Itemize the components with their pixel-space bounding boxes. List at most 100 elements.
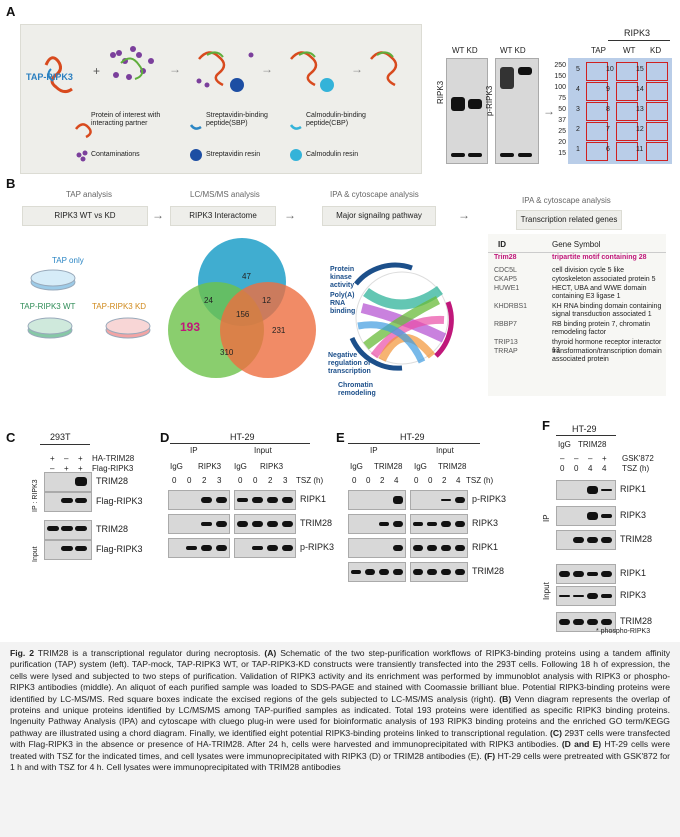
gel-excised-region — [616, 62, 638, 81]
panelE-input-blot — [410, 538, 468, 558]
coomassie-gel — [568, 58, 672, 164]
svg-text:→: → — [351, 62, 363, 76]
gel-marker: 150 — [554, 73, 566, 80]
box-ripk3-wt-kd: RIPK3 WT vs KD — [22, 206, 148, 226]
gene-symbol: HECT, UBA and WWE domain containing E3 l… — [552, 285, 647, 300]
legend-contam-text: Contaminations — [91, 151, 140, 158]
caption-de: HT-29 cells were treated with TSZ for th… — [10, 739, 671, 761]
gene-id: TRIP13 — [494, 339, 518, 346]
gel-excised-region — [586, 142, 608, 161]
blot1-cols: WT KD — [452, 46, 478, 55]
blot2-cols: WT KD — [500, 46, 526, 55]
gel-region-number: 9 — [606, 86, 610, 93]
arrow-1-icon: → — [152, 208, 164, 222]
panelD-ip-blot — [168, 490, 230, 510]
c-row2-v0: – — [50, 464, 55, 473]
caption-f-lbl: (F) — [484, 750, 496, 761]
c-blot-1 — [44, 472, 92, 492]
caption-a: Schematic of the two step-purification w… — [10, 648, 670, 704]
f-tsz-val: 0 — [560, 464, 565, 473]
caption-c-lbl: (C) — [550, 727, 562, 738]
gel-excised-region — [616, 142, 638, 161]
gel-region-number: 11 — [636, 146, 644, 153]
chord-label-kinase: Protein kinase activity — [330, 266, 355, 289]
gel-excised-region — [646, 122, 668, 141]
d-cell: HT-29 — [230, 432, 255, 442]
f-tsz-val: 4 — [602, 464, 607, 473]
f-tsz: TSZ (h) — [622, 464, 650, 473]
calmodulin-resin-icon — [320, 78, 334, 92]
gene-symbol: cytoskeleton associated protein 5 — [552, 276, 656, 283]
caption-c: 293T cells were transfected with Flag-RI… — [10, 727, 670, 750]
panel-e-letter: E — [336, 430, 345, 445]
e-tsz: TSZ (h) — [466, 476, 494, 485]
c-row1-v2: + — [78, 454, 83, 463]
c-cell: 293T — [50, 432, 71, 442]
blot2 — [495, 58, 539, 164]
d-ip: IP — [190, 446, 198, 455]
e-col-3: TRIM28 — [438, 462, 467, 471]
f-col-1: TRIM28 — [578, 440, 607, 449]
gel-col-kd: KD — [650, 46, 662, 55]
gel-title-line — [608, 40, 670, 41]
gel-region-number: 7 — [606, 126, 610, 133]
f-gsk-val: + — [602, 454, 607, 463]
caption-fig: Fig. 2 — [10, 648, 34, 658]
gel-title: RIPK3 — [624, 28, 651, 38]
c-ip-label: IP : RIPK3 — [32, 479, 39, 512]
f-blot — [556, 564, 616, 584]
panelD-time: 0 — [253, 476, 258, 485]
panelE-time: 4 — [456, 476, 461, 485]
header-ipa2: IPA & cytoscape analysis — [522, 196, 611, 205]
panelD-time: 2 — [202, 476, 207, 485]
gene-symbol: RB binding protein 7, chromatin remodeli… — [552, 321, 651, 336]
c-blot-3-label: TRIM28 — [96, 524, 129, 534]
venn-231: 231 — [272, 326, 286, 335]
panelD-time: 3 — [283, 476, 288, 485]
gene-id: KHDRBS1 — [494, 303, 528, 310]
gene-id: TRRAP — [494, 348, 518, 355]
gel-excised-region — [586, 82, 608, 101]
panelE-blot-label: p-RIPK3 — [472, 494, 507, 504]
gel-excised-region — [586, 102, 608, 121]
gel-col-tap: TAP — [591, 46, 606, 55]
header-ipa1: IPA & cytoscape analysis — [330, 190, 419, 199]
panel-f-letter: F — [542, 418, 550, 433]
f-blot-label: TRIM28 — [620, 534, 653, 544]
venn-kd-circle — [220, 282, 316, 378]
arrow-2-icon: → — [284, 208, 296, 222]
gel-region-number: 6 — [606, 146, 610, 153]
legend-strep-resin-icon — [190, 149, 202, 161]
gene-table-col-symbol: Gene Symbol — [552, 240, 601, 249]
streptavidin-resin-icon — [230, 78, 244, 92]
c-row2-label: Flag-RIPK3 — [92, 464, 134, 473]
gel-marker: 250 — [554, 62, 566, 69]
gene-id: HUWE1 — [494, 285, 520, 292]
panelE-ip-blot — [348, 514, 406, 534]
panelD-time: 3 — [217, 476, 222, 485]
gene-symbol: transformation/transcription domain asso… — [552, 348, 662, 363]
c-row1-v0: + — [50, 454, 55, 463]
gel-excised-region — [616, 82, 638, 101]
svg-text:+: + — [93, 64, 100, 78]
panelD-blot-label: TRIM28 — [300, 518, 333, 528]
c-row1-v1: – — [64, 454, 69, 463]
legend-protein-text: Protein of interest with interacting par… — [91, 112, 161, 127]
caption-f: HT-29 cells were pretreated with GSK'872… — [10, 750, 670, 773]
gel-excised-region — [586, 122, 608, 141]
d-input: Input — [254, 446, 272, 455]
c-blot-3 — [44, 520, 92, 540]
f-gsk-val: – — [560, 454, 565, 463]
panel-a-letter: A — [6, 4, 16, 19]
gel-region-number: 12 — [636, 126, 644, 133]
gel-marker: 75 — [558, 95, 566, 102]
f-blot-label: RIPK1 — [620, 484, 647, 494]
box-transcription-genes: Transcription related genes — [516, 210, 622, 230]
panelD-time: 0 — [238, 476, 243, 485]
gel-region-number: 13 — [636, 106, 644, 113]
svg-text:→: → — [169, 62, 181, 76]
legend-contam-icon — [76, 150, 88, 162]
f-blot — [556, 530, 616, 550]
f-blot-label: RIPK1 — [620, 568, 647, 578]
